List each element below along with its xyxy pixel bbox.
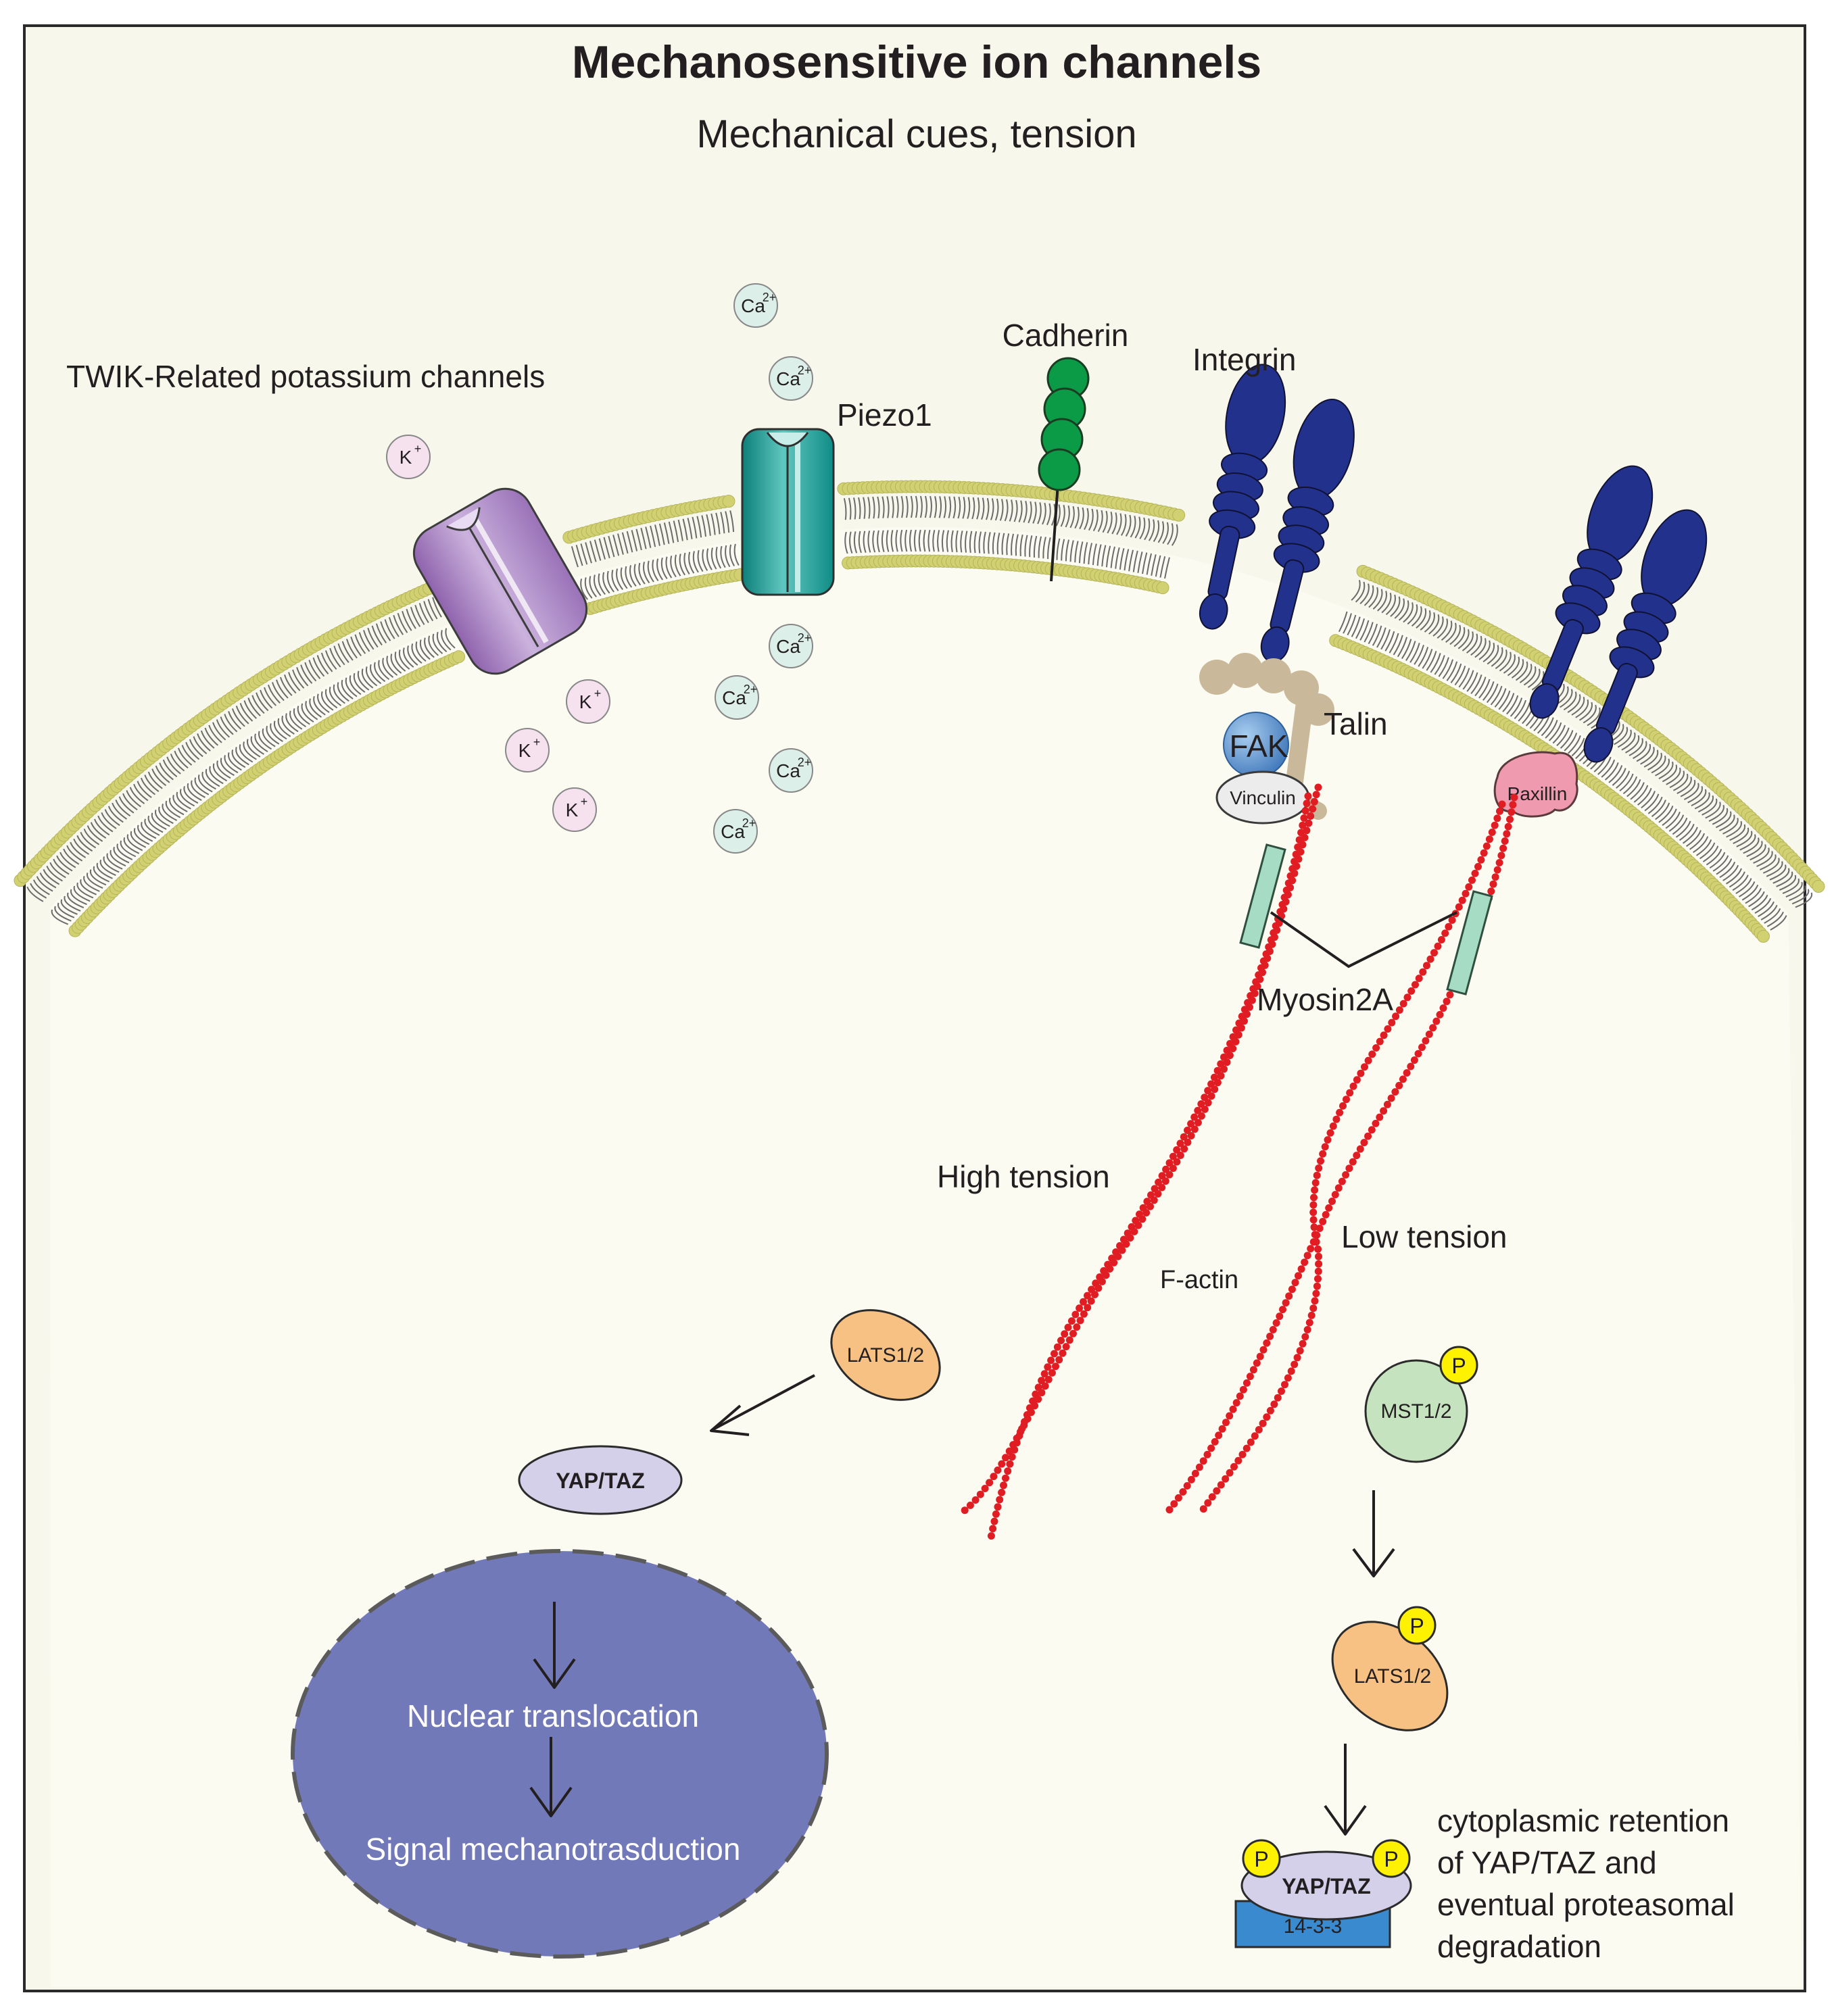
svg-text:Ca: Ca: [776, 368, 800, 389]
arrow-nuclear-2: [529, 1737, 573, 1817]
piezo1-label: Piezo1: [837, 397, 932, 433]
svg-text:+: +: [594, 687, 602, 700]
arrow-nuclear-1: [533, 1602, 576, 1689]
svg-text:2+: 2+: [798, 756, 812, 769]
actin-low-2: [1199, 800, 1506, 1513]
svg-text:+: +: [581, 795, 588, 808]
ion-group: K+K+K+K+Ca2+Ca2+Ca2+Ca2+Ca2+Ca2+: [386, 283, 813, 854]
ca-ion-1: Ca2+: [733, 283, 778, 328]
yaptaz-left-label: YAP/TAZ: [556, 1469, 645, 1493]
svg-text:K: K: [400, 447, 412, 468]
trek-label: TWIK-Related potassium channels: [66, 359, 545, 394]
lats-left-label: LATS1/2: [847, 1344, 925, 1367]
svg-text:2+: 2+: [744, 683, 758, 696]
piezo1-channel: [741, 428, 835, 596]
svg-text:Ca: Ca: [722, 687, 746, 708]
cadherin: [1038, 357, 1090, 582]
low-tension-label: Low tension: [1341, 1219, 1507, 1254]
svg-text:2+: 2+: [798, 631, 812, 645]
integrin-1a: [1199, 364, 1286, 630]
yaptaz-phospho-left: [1242, 1839, 1281, 1878]
svg-text:Ca: Ca: [776, 636, 800, 657]
talin-label: Talin: [1324, 706, 1388, 741]
lats-phospho-label: P: [1409, 1614, 1424, 1638]
mst-phospho: [1439, 1346, 1478, 1385]
fak-label: FAK: [1230, 729, 1288, 764]
yaptaz-phospho-right: [1372, 1839, 1411, 1878]
ca-ion-5: Ca2+: [769, 748, 813, 793]
svg-text:2+: 2+: [742, 816, 756, 830]
svg-text:+: +: [533, 735, 541, 749]
yaptaz-phospho-left-label: P: [1254, 1847, 1268, 1871]
myosin2a-label: Myosin2A: [1257, 982, 1393, 1017]
integrin-1b: [1260, 398, 1355, 663]
svg-text:2+: 2+: [798, 364, 812, 377]
signal-mechanotransduction-label: Signal mechanotrasduction: [366, 1831, 741, 1867]
k-ion-4: K+: [552, 787, 597, 832]
lats-right-label: LATS1/2: [1354, 1665, 1432, 1688]
yaptaz-phospho-right-label: P: [1384, 1847, 1398, 1871]
diagram-title: Mechanosensitive ion channels: [572, 36, 1261, 88]
k-ion-1: K+: [386, 435, 431, 479]
mst12-label: MST1/2: [1380, 1400, 1451, 1423]
retention-line-1: cytoplasmic retention: [1437, 1803, 1729, 1838]
trek-channel: [412, 487, 588, 675]
retention-line-4: degradation: [1437, 1929, 1601, 1964]
retention-line-2: of YAP/TAZ and: [1437, 1845, 1657, 1880]
svg-text:K: K: [566, 800, 579, 820]
retention-text: cytoplasmic retention of YAP/TAZ and eve…: [1437, 1803, 1743, 1964]
actin-high-2: [987, 792, 1312, 1540]
f-actin-label: F-actin: [1160, 1266, 1238, 1294]
actin-high-1: [961, 783, 1322, 1515]
lats-left: [830, 1309, 941, 1401]
integrin-group: [1199, 364, 1708, 763]
yaptaz-right: [1240, 1850, 1412, 1921]
vinculin-label: Vinculin: [1230, 787, 1296, 808]
mst12: [1364, 1359, 1468, 1463]
arrow-mst-to-lats: [1352, 1490, 1395, 1577]
high-tension-label: High tension: [937, 1159, 1110, 1194]
integrin-2a: [1529, 465, 1654, 719]
arrow-lats-to-yaptaz-right: [1324, 1744, 1367, 1836]
ca-ion-3: Ca2+: [769, 624, 813, 668]
svg-text:Ca: Ca: [776, 760, 800, 781]
svg-text:K: K: [518, 740, 531, 761]
svg-text:Ca: Ca: [721, 821, 745, 842]
ca-ion-6: Ca2+: [713, 809, 758, 854]
nucleus: [291, 1549, 829, 1959]
integrin-2b: [1583, 509, 1708, 763]
k-ion-2: K+: [566, 679, 610, 724]
mst-phospho-label: P: [1451, 1354, 1466, 1378]
ca-ion-4: Ca2+: [715, 675, 759, 720]
integrin-label: Integrin: [1192, 342, 1296, 377]
yaptaz-right-label: YAP/TAZ: [1282, 1874, 1371, 1898]
retention-line-3: eventual proteasomal: [1437, 1887, 1735, 1922]
lats-phospho: [1397, 1606, 1437, 1645]
cadherin-label: Cadherin: [1003, 318, 1129, 353]
diagram-subtitle: Mechanical cues, tension: [696, 112, 1136, 156]
svg-text:Ca: Ca: [741, 295, 765, 316]
paxillin-label: Paxillin: [1507, 783, 1568, 804]
myosin2a: [1239, 843, 1493, 995]
f-actin-filaments: [961, 783, 1518, 1540]
svg-text:+: +: [414, 442, 422, 456]
yaptaz-left: [518, 1445, 683, 1515]
k-ion-3: K+: [505, 728, 550, 772]
nuclear-translocation-label: Nuclear translocation: [407, 1698, 699, 1734]
cell-membrane: [14, 480, 1825, 943]
svg-text:2+: 2+: [763, 291, 777, 304]
arrow-lats-to-yaptaz: [710, 1374, 815, 1436]
ca-ion-2: Ca2+: [769, 356, 813, 401]
svg-text:K: K: [579, 691, 592, 712]
